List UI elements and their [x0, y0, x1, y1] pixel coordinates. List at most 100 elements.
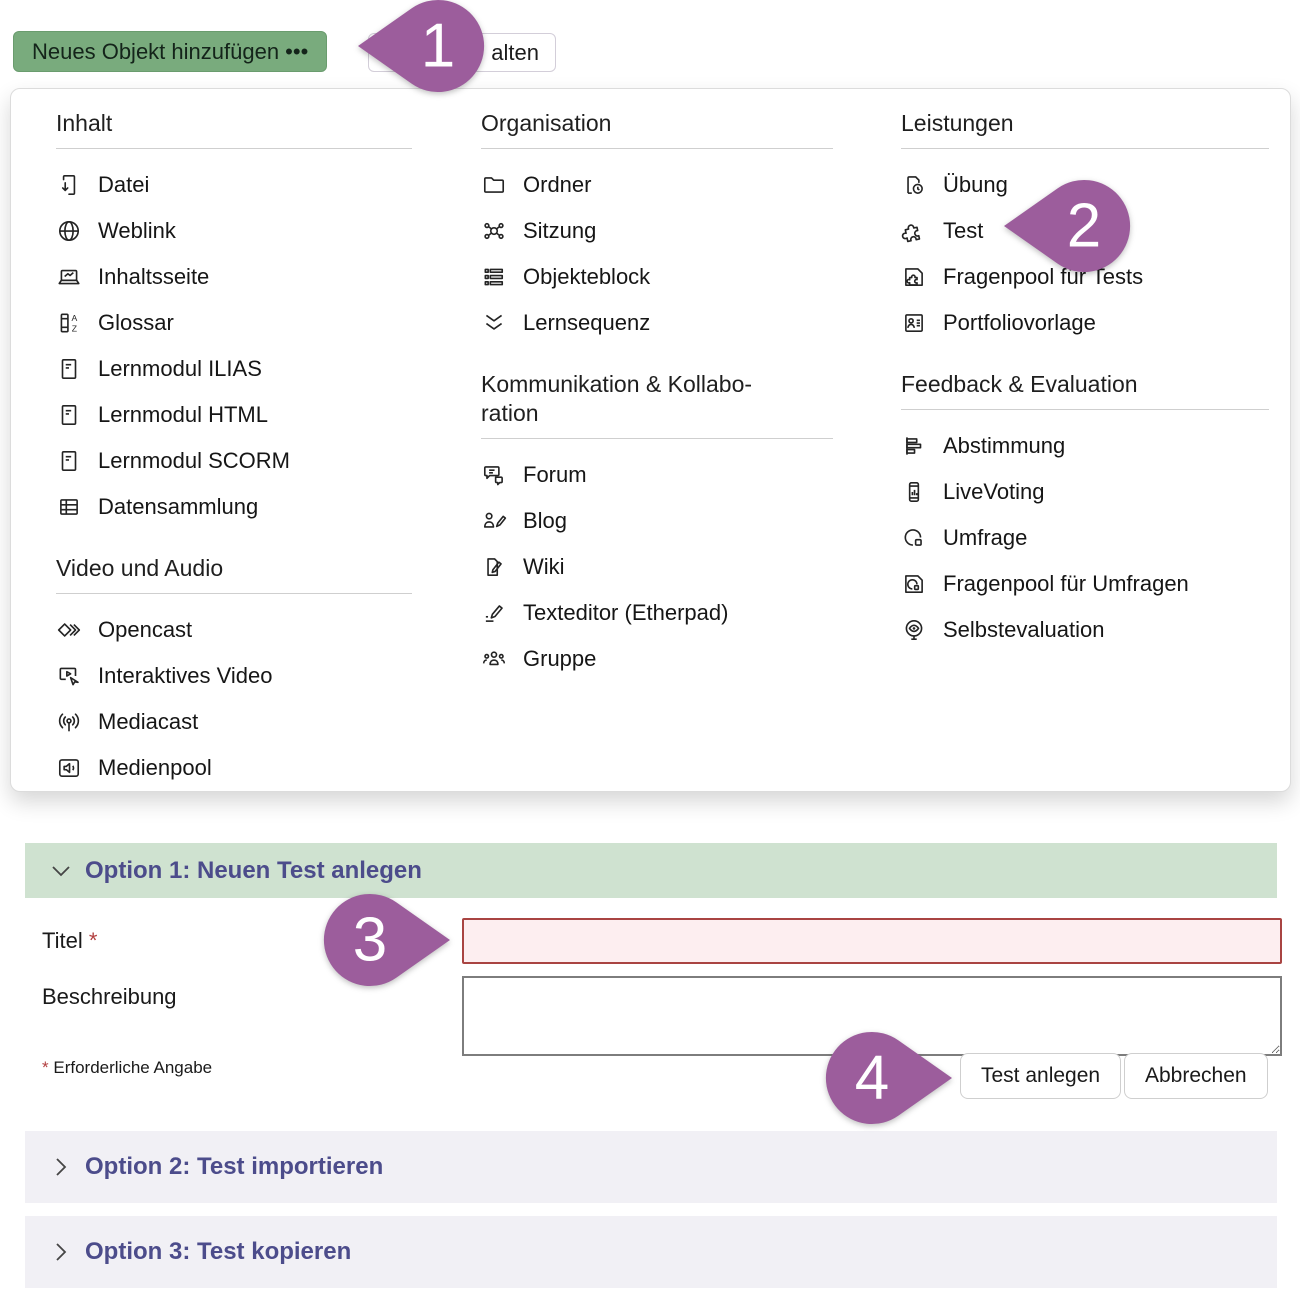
menu-item-label: Medienpool	[98, 754, 212, 780]
live-voting-icon	[901, 479, 927, 505]
option1-title: Option 1: Neuen Test anlegen	[85, 856, 422, 884]
folder-icon	[481, 172, 507, 198]
menu-item-fragenpool-für-umfragen[interactable]: Fragenpool für Umfragen	[901, 561, 1269, 607]
menu-section-title-inhalt: Inhalt	[56, 110, 113, 136]
menu-item-label: Lernsequenz	[523, 309, 651, 335]
test-anlegen-button[interactable]: Test anlegen	[960, 1053, 1122, 1099]
menu-item-label: Texteditor (Etherpad)	[523, 599, 729, 625]
menu-item-objekteblock[interactable]: Objekteblock	[481, 254, 833, 300]
menu-item-label: Datei	[98, 171, 150, 197]
menu-item-glossar[interactable]: Glossar	[56, 300, 412, 346]
menu-item-label: Opencast	[98, 616, 193, 642]
menu-item-label: Glossar	[98, 309, 174, 335]
menu-item-label: Lernmodul SCORM	[98, 447, 290, 473]
menu-item-label: Gruppe	[523, 645, 597, 671]
blog-icon	[481, 508, 507, 534]
menu-item-label: Blog	[523, 507, 568, 533]
menu-item-mediacast[interactable]: Mediacast	[56, 699, 412, 745]
menu-section-header: Organisation	[481, 109, 833, 149]
menu-item-label: Weblink	[98, 217, 176, 243]
learning-module-icon	[56, 356, 82, 382]
learning-module-icon	[56, 402, 82, 428]
menu-item-texteditor-etherpad[interactable]: Texteditor (Etherpad)	[481, 590, 833, 636]
beschreibung-label: Beschreibung	[42, 984, 177, 1009]
file-download-icon	[56, 172, 82, 198]
menu-item-label: Fragenpool für Umfragen	[943, 570, 1189, 596]
chevron-right-icon	[56, 1243, 67, 1261]
menu-item-livevoting[interactable]: LiveVoting	[901, 469, 1269, 515]
menu-item-label: Forum	[523, 461, 587, 487]
menu-item-sitzung[interactable]: Sitzung	[481, 208, 833, 254]
menu-item-umfrage[interactable]: Umfrage	[901, 515, 1269, 561]
question-pool-test-icon	[901, 264, 927, 290]
chevron-right-icon	[56, 1158, 67, 1176]
menu-item-label: Datensammlung	[98, 493, 259, 519]
menu-item-label: Abstimmung	[943, 432, 1066, 458]
menu-item-forum[interactable]: Forum	[481, 452, 833, 498]
menu-section-title-leistungen: Leistungen	[901, 110, 1014, 136]
menu-section-header: Video und Audio	[56, 554, 412, 594]
menu-item-lernmodul-html[interactable]: Lernmodul HTML	[56, 392, 412, 438]
beschreibung-textarea[interactable]	[462, 976, 1282, 1056]
menu-item-datei[interactable]: Datei	[56, 162, 412, 208]
menu-item-interaktives-video[interactable]: Interaktives Video	[56, 653, 412, 699]
wiki-icon	[481, 554, 507, 580]
menu-item-blog[interactable]: Blog	[481, 498, 833, 544]
globe-icon	[56, 218, 82, 244]
menu-item-medienpool[interactable]: Medienpool	[56, 745, 412, 791]
menu-section-header: Inhalt	[56, 109, 412, 149]
menu-item-lernmodul-ilias[interactable]: Lernmodul ILIAS	[56, 346, 412, 392]
menu-item-label: Fragenpool für Tests	[943, 263, 1144, 289]
menu-section-title-video-und-audio: Video und Audio	[56, 554, 224, 581]
menu-item-abstimmung[interactable]: Abstimmung	[901, 423, 1269, 469]
option1-header[interactable]: Option 1: Neuen Test anlegen	[25, 843, 1277, 898]
menu-item-test[interactable]: Test	[901, 208, 1269, 254]
etherpad-icon	[481, 600, 507, 626]
option3-title: Option 3: Test kopieren	[85, 1238, 352, 1265]
interactive-video-icon	[56, 663, 82, 689]
menu-section-title-kommunikation-kollaboration: Kommunikation & Kollabo­ration	[481, 370, 753, 426]
titel-input[interactable]	[462, 918, 1282, 964]
menu-item-weblink[interactable]: Weblink	[56, 208, 412, 254]
menu-item-lernsequenz[interactable]: Lernsequenz	[481, 300, 833, 346]
add-object-button[interactable]: Neues Objekt hinzufügen •••	[13, 31, 328, 72]
menu-item-label: Test	[943, 217, 984, 243]
menu-item-label: Lernmodul HTML	[98, 401, 268, 427]
menu-item-fragenpool-für-tests[interactable]: Fragenpool für Tests	[901, 254, 1269, 300]
menu-item-wiki[interactable]: Wiki	[481, 544, 833, 590]
menu-section-title-feedback-evaluation: Feedback & Evaluation	[901, 370, 1138, 397]
menu-item-opencast[interactable]: Opencast	[56, 607, 412, 653]
menu-section-header: Feedback & Evaluation	[901, 370, 1269, 410]
abbrechen-button[interactable]: Abbrechen	[1124, 1053, 1268, 1099]
menu-section-header: Kommunikation & Kollabo­ration	[481, 370, 833, 439]
survey-pie-icon	[901, 525, 927, 551]
menu-item-lernmodul-scorm[interactable]: Lernmodul SCORM	[56, 438, 412, 484]
menu-section-header: Leistungen	[901, 109, 1269, 149]
menu-item-übung[interactable]: Übung	[901, 162, 1269, 208]
option2-title: Option 2: Test importieren	[85, 1153, 384, 1180]
menu-item-label: Selbstevaluation	[943, 616, 1105, 642]
menu-item-gruppe[interactable]: Gruppe	[481, 636, 833, 682]
required-asterisk: *	[88, 928, 98, 953]
option3-header[interactable]: Option 3: Test kopieren	[25, 1216, 1277, 1288]
menu-item-selbstevaluation[interactable]: Selbstevaluation	[901, 607, 1269, 653]
option2-header[interactable]: Option 2: Test importieren	[25, 1131, 1277, 1203]
titel-label: Titel *	[42, 928, 98, 953]
menu-item-inhaltsseite[interactable]: Inhaltsseite	[56, 254, 412, 300]
menu-item-label: Wiki	[523, 553, 565, 579]
menu-item-ordner[interactable]: Ordner	[481, 162, 833, 208]
svg-text:3: 3	[353, 906, 387, 975]
data-table-icon	[56, 494, 82, 520]
menu-item-portfoliovorlage[interactable]: Portfoliovorlage	[901, 300, 1269, 346]
menu-item-label: Objekteblock	[523, 263, 651, 289]
menu-item-label: Sitzung	[523, 217, 597, 243]
media-pool-icon	[56, 755, 82, 781]
menu-item-label: Inhaltsseite	[98, 263, 210, 289]
exercise-icon	[901, 172, 927, 198]
partially-hidden-button[interactable]: alten	[368, 33, 556, 72]
required-note: * Erforderliche Angabe	[42, 1058, 213, 1077]
menu-item-datensammlung[interactable]: Datensammlung	[56, 484, 412, 530]
